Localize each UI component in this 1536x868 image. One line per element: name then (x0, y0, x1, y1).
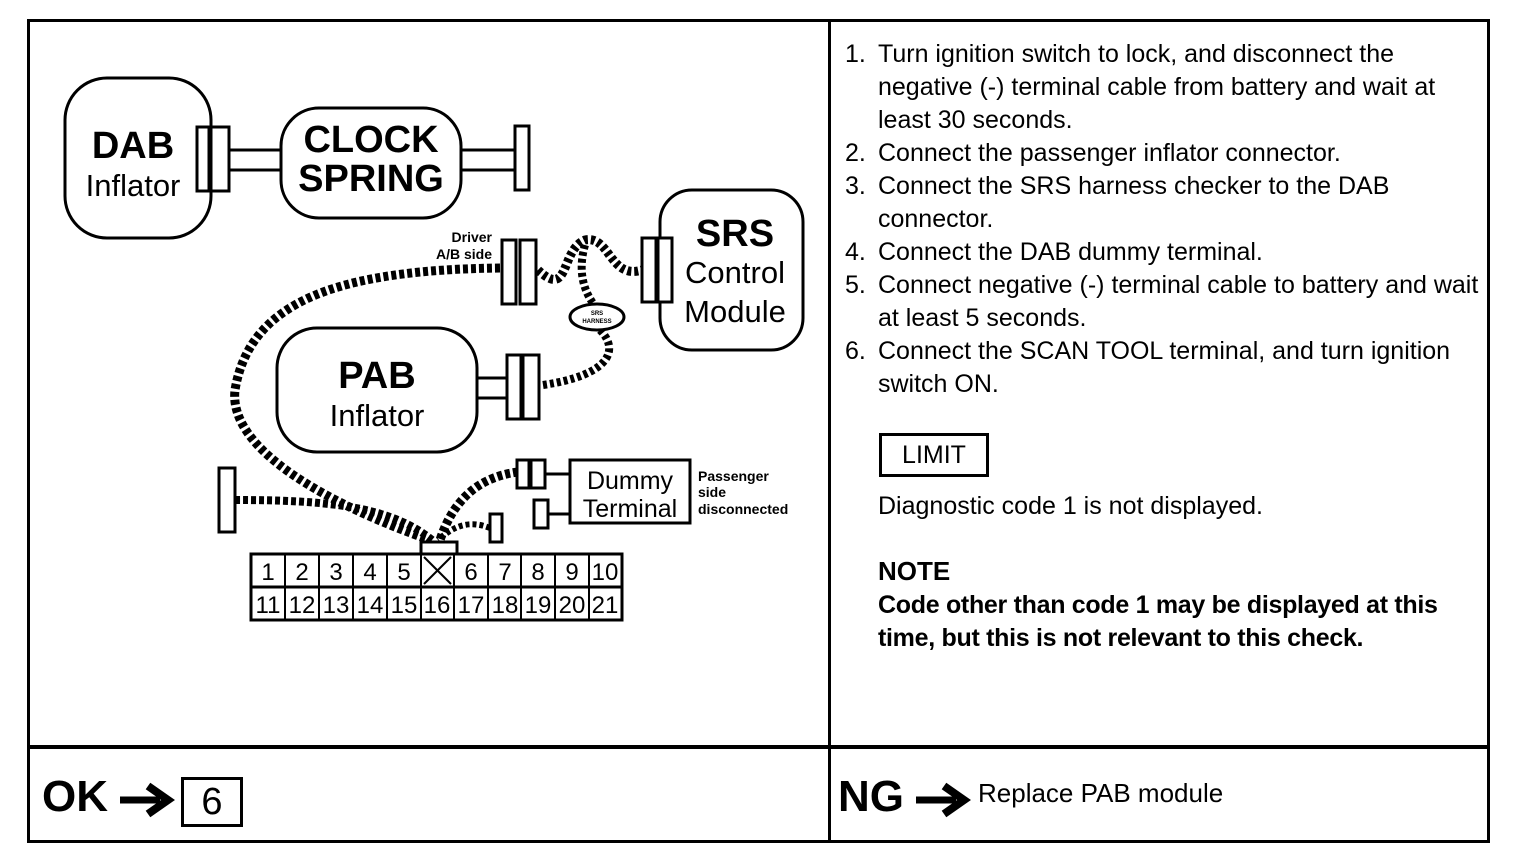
ok-label: OK (42, 772, 108, 821)
ok-step-link[interactable]: 6 (181, 777, 243, 827)
step-text: Turn ignition switch to lock, and discon… (878, 40, 1436, 134)
column-divider (828, 19, 831, 843)
terminal-15: 15 (391, 592, 418, 619)
wiring-diagram: DAB Inflator CLOCK SPRING SRS Control Mo… (63, 76, 805, 622)
step-text: Connect negative (-) terminal cable to b… (878, 271, 1479, 332)
pab-connector-a (505, 353, 523, 421)
limit-badge: LIMIT (879, 433, 989, 477)
srs-line2: Control (685, 255, 785, 290)
terminal-21: 21 (592, 592, 619, 619)
driver-connector-b (518, 238, 538, 306)
small-connector (488, 512, 504, 544)
dummy-connector-c (532, 498, 550, 530)
terminal-12: 12 (289, 592, 316, 619)
dummy-connector-a (515, 458, 531, 490)
diagnostic-connector (249, 540, 624, 622)
dummy-line2: Terminal (583, 495, 677, 523)
terminal-7: 7 (498, 559, 511, 586)
clock-spring-line2: SPRING (298, 158, 444, 200)
terminal-2: 2 (295, 559, 308, 586)
srs-connector-a (640, 236, 658, 304)
step-2: 2. Connect the passenger inflator connect… (845, 137, 1485, 170)
passenger-label-line3: disconnected (698, 501, 788, 517)
harness-label-line1: SRS (591, 311, 603, 317)
terminal-19: 19 (525, 592, 552, 619)
srs-line3: Module (684, 294, 786, 329)
footer-divider (27, 745, 1490, 749)
clock-spring-box (279, 106, 463, 220)
step-text: Connect the DAB dummy terminal. (878, 238, 1263, 266)
terminal-1: 1 (261, 559, 274, 586)
procedure-steps: 1. Turn ignition switch to lock, and disc… (845, 38, 1485, 401)
dab-subtitle: Inflator (86, 168, 181, 203)
right-arrow-icon (916, 782, 971, 818)
dummy-terminal-box (568, 458, 692, 525)
ng-label: NG (838, 772, 904, 821)
terminal-8: 8 (531, 559, 544, 586)
step-5: 5. Connect negative (-) terminal cable to… (845, 269, 1485, 335)
srs-harness-checker (568, 302, 626, 332)
terminal-20: 20 (559, 592, 586, 619)
harness-label-line2: HARNESS (582, 319, 611, 325)
step-number: 3. (845, 172, 866, 200)
passenger-label-line2: side (698, 484, 726, 500)
right-arrow-icon (120, 782, 175, 818)
step-1: 1. Turn ignition switch to lock, and disc… (845, 38, 1485, 137)
step-number: 1. (845, 40, 866, 68)
dab-title: DAB (92, 125, 174, 167)
clock-spring-line1: CLOCK (303, 119, 439, 161)
pab-title: PAB (338, 355, 415, 397)
step-4: 4. Connect the DAB dummy terminal. (845, 236, 1485, 269)
terminal-17: 17 (458, 592, 485, 619)
terminal-10: 10 (592, 559, 619, 586)
step-6: 6. Connect the SCAN TOOL terminal, and tu… (845, 335, 1485, 401)
passenger-label-line1: Passenger (698, 468, 769, 484)
step-text: Connect the passenger inflator connector… (878, 139, 1341, 167)
terminal-4: 4 (363, 559, 376, 586)
note-heading: NOTE (878, 556, 951, 586)
loose-connector (217, 466, 237, 534)
limit-text: Diagnostic code 1 is not displayed. (878, 492, 1263, 520)
dummy-line1: Dummy (587, 467, 674, 495)
terminal-5: 5 (397, 559, 410, 586)
clock-spring-connector (513, 124, 531, 192)
driver-label-line1: Driver (452, 229, 493, 245)
ng-action-text: Replace PAB module (978, 778, 1224, 808)
procedure-frame (27, 19, 1490, 843)
step-number: 6. (845, 337, 866, 365)
step-text: Connect the SRS harness checker to the D… (878, 172, 1390, 233)
dummy-connector-b (529, 458, 547, 490)
step-number: 4. (845, 238, 866, 266)
terminal-11: 11 (256, 592, 281, 619)
dab-connector (195, 125, 211, 193)
note-body: Code other than code 1 may be displayed … (878, 591, 1438, 652)
step-number: 5. (845, 271, 866, 299)
terminal-16: 16 (424, 592, 451, 619)
terminal-14: 14 (357, 592, 384, 619)
driver-label-line2: A/B side (436, 246, 492, 262)
srs-title: SRS (696, 213, 774, 255)
step-3: 3. Connect the SRS harness checker to the… (845, 170, 1485, 236)
terminal-6: 6 (464, 559, 477, 586)
pab-subtitle: Inflator (330, 398, 425, 433)
step-number: 2. (845, 139, 866, 167)
terminal-18: 18 (492, 592, 519, 619)
srs-connector-b (656, 236, 674, 304)
driver-connector-a (500, 238, 518, 306)
dab-connector-mate (209, 125, 231, 193)
terminal-3: 3 (329, 559, 342, 586)
step-text: Connect the SCAN TOOL terminal, and turn… (878, 337, 1451, 398)
pab-connector-b (521, 353, 541, 421)
terminal-9: 9 (565, 559, 578, 586)
pab-inflator-box (275, 326, 479, 454)
terminal-13: 13 (323, 592, 350, 619)
